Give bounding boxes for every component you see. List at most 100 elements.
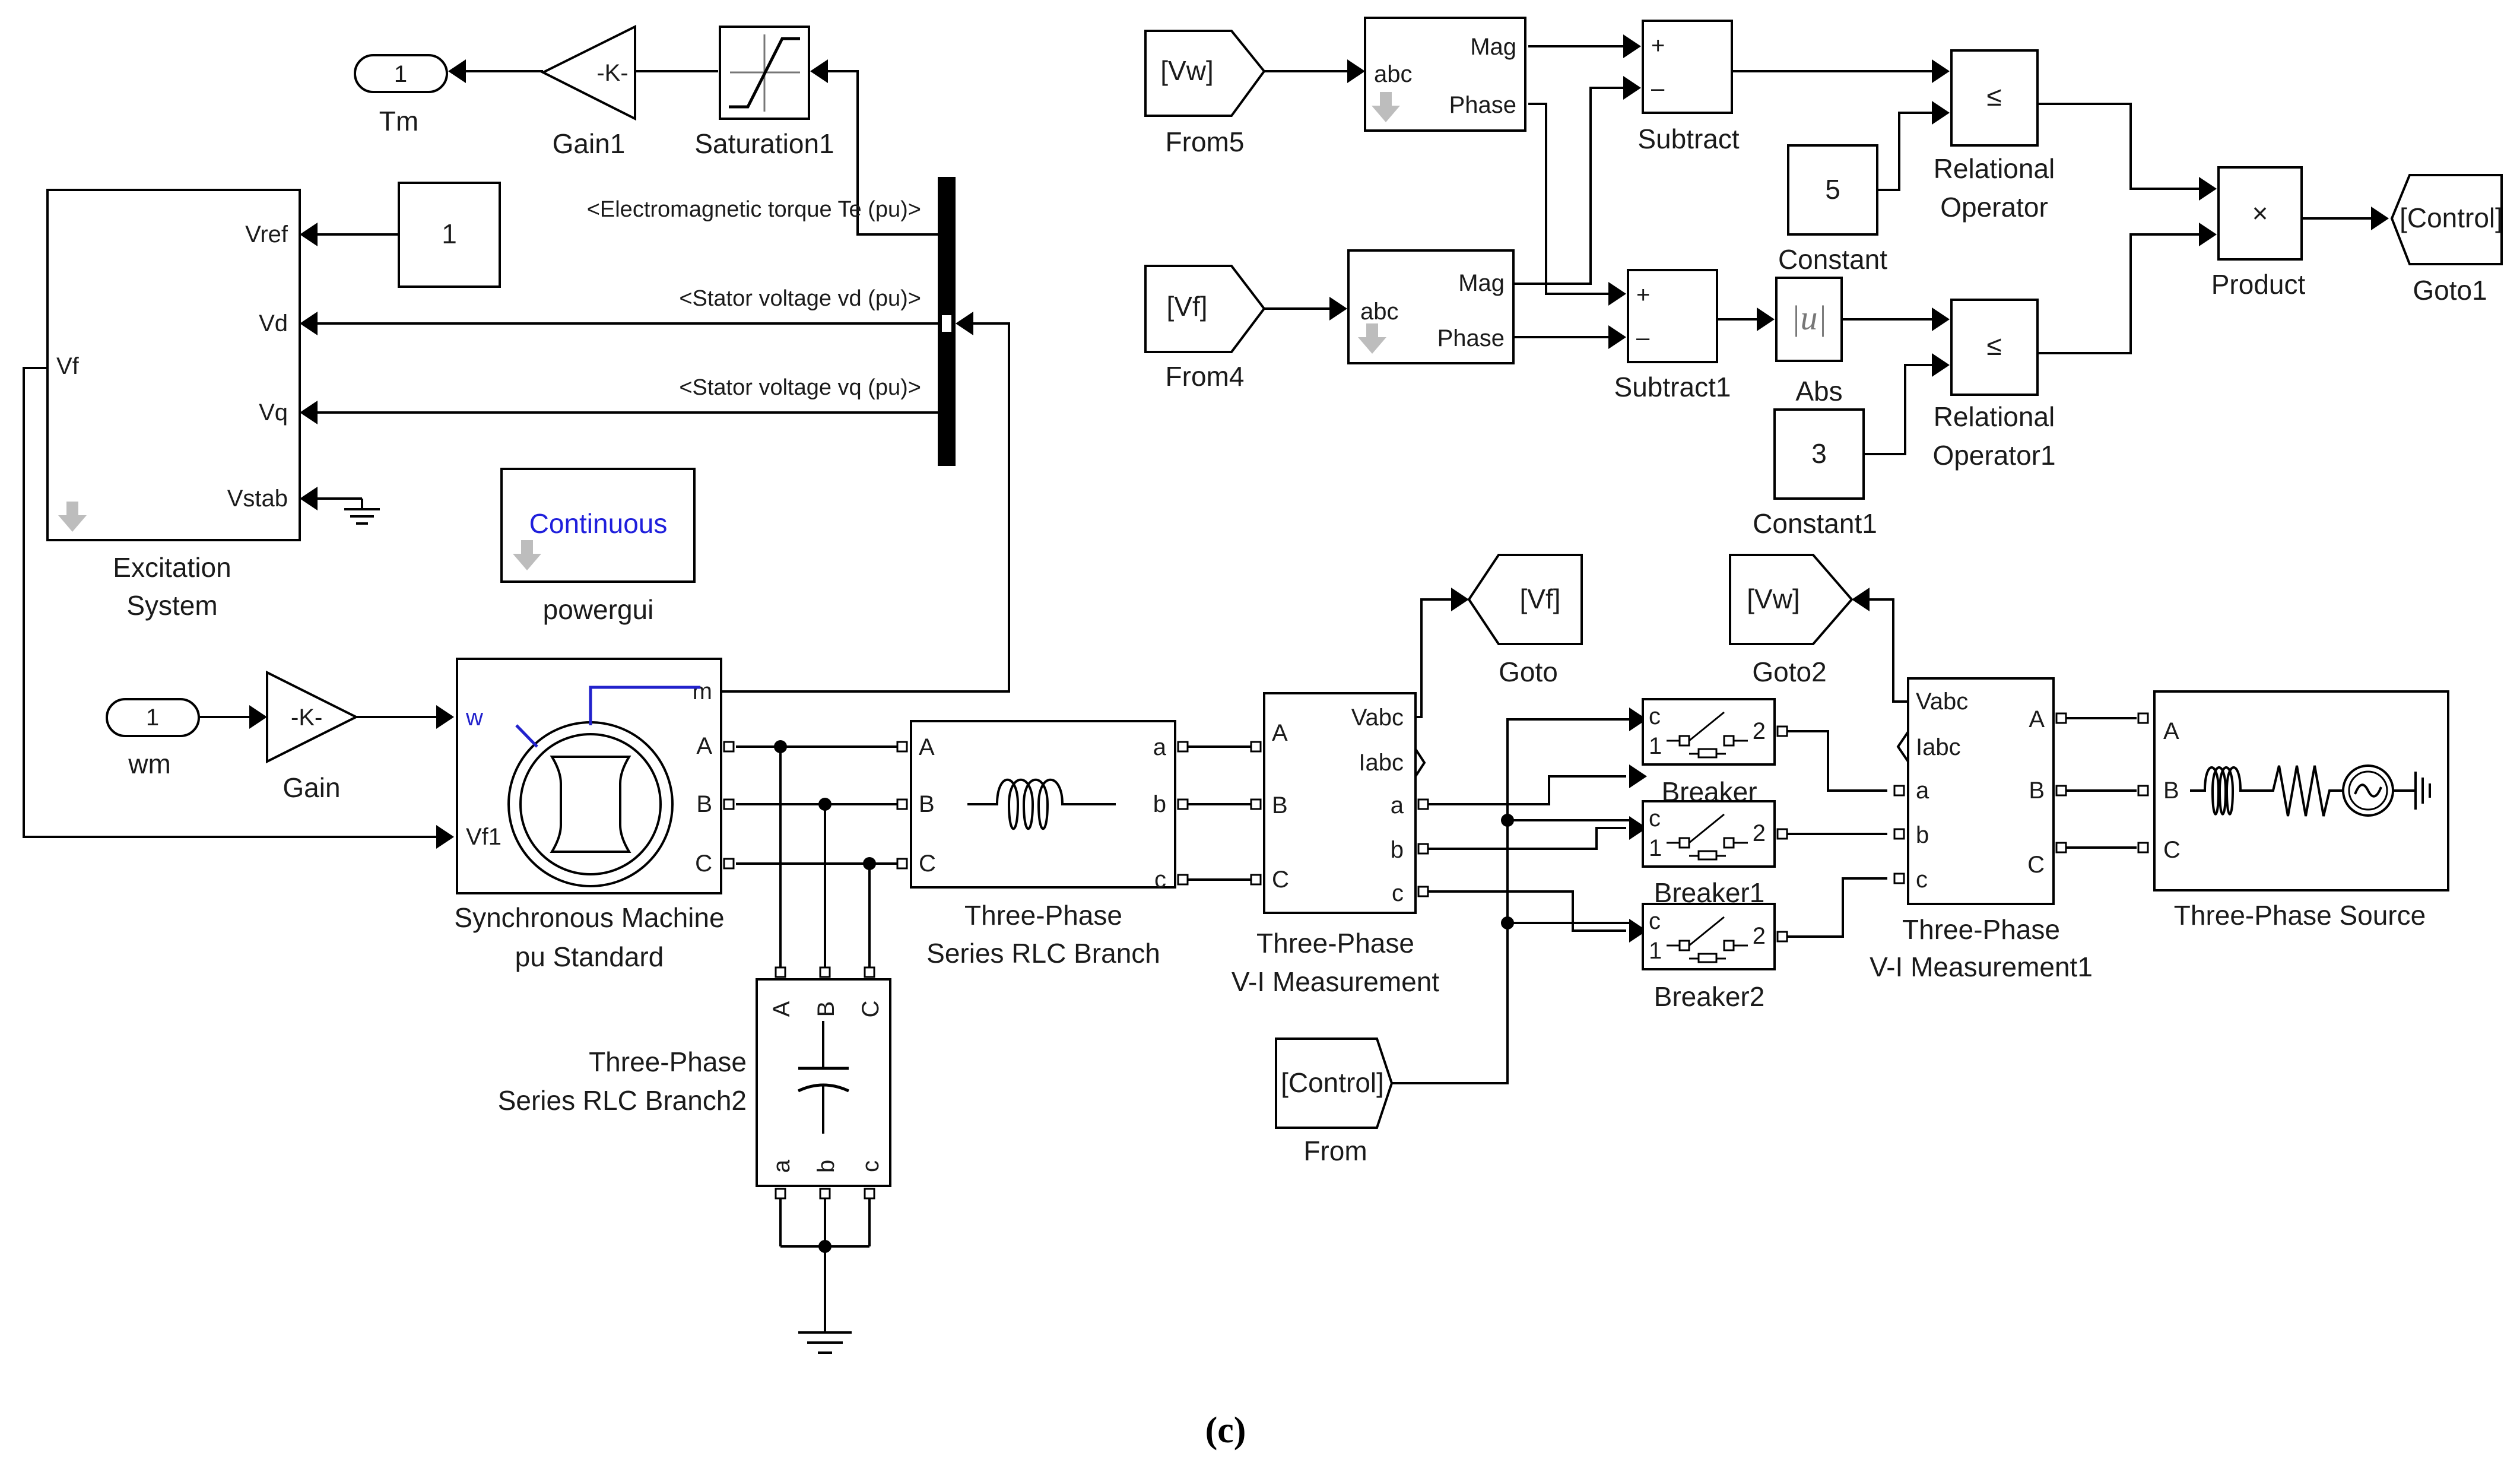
product-symbol: × bbox=[2252, 198, 2268, 229]
excitation-port-vref: Vref bbox=[245, 221, 288, 248]
vi1-port-c: c bbox=[1392, 880, 1404, 906]
rlc1-port-B: B bbox=[919, 791, 935, 817]
three-phase-source-block[interactable]: A B C Three-Phase Source bbox=[2137, 690, 2449, 931]
subtract1-minus: – bbox=[1636, 325, 1650, 351]
from4-tag: [Vf] bbox=[1166, 291, 1207, 322]
from5-tag: [Vw] bbox=[1160, 55, 1213, 86]
gain-block[interactable]: -K- Gain bbox=[266, 670, 359, 803]
constant1-value: 3 bbox=[1811, 438, 1827, 469]
machine-port-a: A bbox=[696, 733, 712, 759]
relational-operator-block[interactable]: ≤ Relational Operator bbox=[1934, 49, 2055, 223]
from-control-block[interactable]: [Control] From bbox=[1275, 1037, 1394, 1166]
vi-measurement1-block[interactable]: Vabc Iabc a b c A B C Three-Phase V-I Me… bbox=[1870, 677, 2093, 982]
rlc2-port-A: A bbox=[769, 1001, 795, 1017]
breaker-port-1: 1 bbox=[1649, 733, 1662, 759]
subtract-minus: – bbox=[1651, 75, 1665, 101]
constant-5-block[interactable]: 5 Constant bbox=[1778, 144, 1887, 275]
subtract-block[interactable]: + – Subtract bbox=[1637, 20, 1740, 154]
rlc2-port-B: B bbox=[813, 1001, 839, 1017]
constant1-label: Constant1 bbox=[1753, 508, 1877, 539]
gain1-block[interactable]: -K- Gain1 bbox=[540, 24, 636, 159]
breaker2-port-2: 2 bbox=[1753, 923, 1766, 949]
vi1-port-vabc: Vabc bbox=[1351, 705, 1404, 731]
from4-label: From4 bbox=[1166, 361, 1245, 392]
rlc2-port-a: a bbox=[769, 1159, 795, 1173]
rlc-branch-block[interactable]: A B C a b c Three-Phase Series RLC Branc… bbox=[896, 720, 1189, 969]
from4-block[interactable]: [Vf] From4 bbox=[1144, 265, 1266, 392]
constant-3-block[interactable]: 3 Constant1 bbox=[1753, 408, 1877, 539]
c2p-top-phase: Phase bbox=[1449, 92, 1516, 118]
from5-block[interactable]: [Vw] From5 bbox=[1144, 30, 1266, 157]
rlc1-port-C: C bbox=[919, 851, 936, 877]
subtract-plus: + bbox=[1651, 33, 1665, 59]
machine-port-m: m bbox=[693, 678, 712, 705]
from-control-label: From bbox=[1303, 1135, 1367, 1166]
abs-symbol: |u| bbox=[1791, 299, 1827, 337]
complex-to-mag-angle-bottom[interactable]: abc Mag Phase bbox=[1347, 249, 1515, 364]
vi2-port-A: A bbox=[2029, 706, 2045, 732]
machine-label-2: pu Standard bbox=[515, 941, 664, 972]
excitation-port-vf: Vf bbox=[56, 353, 80, 379]
rlc1-label-1: Three-Phase bbox=[964, 900, 1122, 931]
breaker2-block[interactable]: c 1 2 Breaker2 bbox=[1642, 903, 1788, 1012]
saturation1-block[interactable]: Saturation1 bbox=[694, 26, 834, 159]
constant-value: 5 bbox=[1825, 174, 1840, 205]
vi1-port-B: B bbox=[1272, 792, 1288, 818]
vi-measurement-block[interactable]: A B C Vabc Iabc a b c Three-Phase V-I Me… bbox=[1232, 692, 1439, 997]
breaker-port-2: 2 bbox=[1753, 718, 1766, 744]
switch-icon bbox=[1667, 916, 1748, 963]
gain1-label: Gain1 bbox=[553, 128, 626, 159]
vi1-label-1: Three-Phase bbox=[1256, 928, 1414, 959]
from-control-tag: [Control] bbox=[1281, 1067, 1384, 1098]
bus-selector[interactable]: <Electromagnetic torque Te (pu)> <Stator… bbox=[587, 177, 956, 466]
saturation1-label: Saturation1 bbox=[694, 128, 834, 159]
mask-arrow-icon bbox=[58, 502, 87, 532]
vi2-port-vabc: Vabc bbox=[1916, 689, 1968, 715]
goto-vf-tag: [Vf] bbox=[1519, 583, 1560, 614]
bus-signal-te: <Electromagnetic torque Te (pu)> bbox=[587, 197, 921, 222]
relop-label-2: Operator bbox=[1940, 192, 2048, 223]
relop-label-1: Relational bbox=[1934, 153, 2055, 184]
c2p-bot-mag: Mag bbox=[1458, 270, 1505, 296]
goto1-label: Goto1 bbox=[2413, 275, 2487, 306]
gain-value: -K- bbox=[291, 705, 322, 731]
subtract1-block[interactable]: + – Subtract1 bbox=[1614, 269, 1731, 402]
breaker-block[interactable]: c 1 2 Breaker bbox=[1642, 698, 1788, 807]
vi2-port-a: a bbox=[1916, 778, 1929, 804]
breaker1-port-1: 1 bbox=[1649, 835, 1662, 861]
vi2-label-2: V-I Measurement1 bbox=[1870, 951, 2093, 982]
rlc-branch2-block[interactable]: A B C a b c Three-Phase Series RLC Branc… bbox=[498, 966, 891, 1200]
from5-label: From5 bbox=[1166, 126, 1245, 157]
inport-wm[interactable]: 1 wm bbox=[106, 698, 200, 779]
vi2-port-b: b bbox=[1916, 822, 1929, 848]
vi1-label-2: V-I Measurement bbox=[1232, 966, 1439, 997]
goto1-control-block[interactable]: [Control] Goto1 bbox=[2390, 174, 2503, 306]
c2p-bot-phase: Phase bbox=[1437, 325, 1505, 351]
constant-vref-value: 1 bbox=[442, 218, 457, 249]
relop1-symbol: ≤ bbox=[1986, 330, 2001, 361]
product-block[interactable]: × Product bbox=[2211, 166, 2306, 300]
vi2-label-1: Three-Phase bbox=[1902, 914, 2060, 945]
relop-symbol: ≤ bbox=[1986, 81, 2001, 112]
complex-to-mag-angle-top[interactable]: abc Mag Phase bbox=[1364, 17, 1526, 132]
goto2-vw-block[interactable]: [Vw] Goto2 bbox=[1729, 554, 1853, 687]
relop1-label-2: Operator1 bbox=[1932, 440, 2055, 471]
goto-vf-block[interactable]: [Vf] Goto bbox=[1467, 554, 1583, 687]
outport-tm[interactable]: 1 Tm bbox=[354, 54, 448, 137]
gain1-value: -K- bbox=[596, 60, 628, 86]
powergui-block[interactable]: Continuous powergui bbox=[500, 468, 696, 625]
subtract-label: Subtract bbox=[1637, 123, 1740, 154]
constant-vref-block[interactable]: 1 bbox=[398, 182, 501, 288]
machine-label-1: Synchronous Machine bbox=[454, 902, 724, 933]
rlc1-port-a: a bbox=[1153, 734, 1167, 760]
synchronous-machine-block[interactable]: w Vf1 m A B C Synchronous Machine pu Sta… bbox=[454, 658, 735, 972]
vi2-port-iabc: Iabc bbox=[1916, 734, 1961, 760]
constant-label: Constant bbox=[1778, 244, 1887, 275]
c2p-bot-in: abc bbox=[1360, 299, 1399, 325]
powergui-mode: Continuous bbox=[529, 508, 668, 539]
relational-operator1-block[interactable]: ≤ Relational Operator1 bbox=[1932, 299, 2056, 471]
breaker1-block[interactable]: c 1 2 Breaker1 bbox=[1642, 800, 1788, 908]
excitation-system-block[interactable]: Vref Vd Vq Vstab Vf Excitation System bbox=[46, 189, 301, 621]
tm-label: Tm bbox=[379, 106, 418, 137]
abs-block[interactable]: |u| Abs bbox=[1775, 277, 1843, 407]
